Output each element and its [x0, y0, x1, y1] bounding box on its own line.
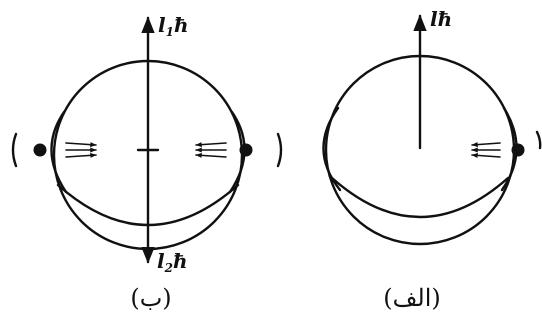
bracket-left-b [11, 132, 18, 168]
caption-a: (الف) [383, 284, 441, 312]
caption-b: (ب) [130, 284, 171, 312]
panel-b: l1ħ l2ħ (ب) [11, 13, 283, 312]
arrow-right-b-1 [195, 142, 227, 148]
arrow-right-a-3 [471, 152, 501, 158]
label-lhbar: lħ [430, 7, 452, 31]
label-l1hbar: l1ħ [158, 13, 189, 39]
bracket-right-a [535, 130, 542, 150]
arrow-left-b-3 [65, 152, 97, 158]
arrow-right-a-1 [471, 142, 501, 148]
particle-right-a [511, 143, 525, 157]
bracket-right-b [276, 132, 283, 168]
panel-a: lħ (الف) [322, 7, 542, 312]
particle-left-b [33, 143, 47, 157]
arrow-right-b-3 [195, 152, 227, 158]
particle-right-b [239, 143, 253, 157]
label-l2hbar: l2ħ [157, 249, 188, 275]
arrow-left-b-1 [65, 142, 97, 148]
bulge-lower-a [330, 176, 510, 219]
lobe-left-a [322, 106, 342, 192]
lobe-left-b [50, 110, 68, 194]
